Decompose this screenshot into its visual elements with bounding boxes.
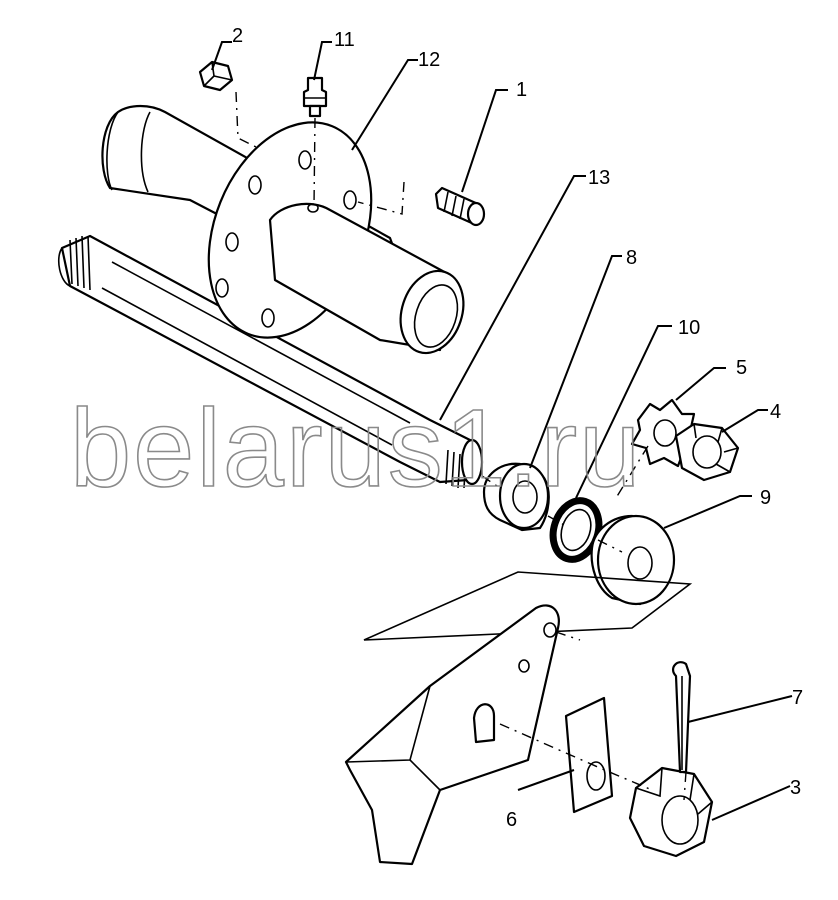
callout-7: 7 — [792, 687, 803, 709]
callout-4: 4 — [770, 401, 781, 423]
stud-bolt — [434, 186, 486, 227]
cotter-pin — [671, 661, 692, 774]
castle-nut-small — [674, 422, 740, 482]
callout-6: 6 — [506, 809, 517, 831]
watermark-text: belarus1.ru — [70, 387, 642, 510]
mounting-bracket — [344, 571, 693, 866]
callout-11: 11 — [334, 29, 355, 51]
hub-nut — [198, 60, 234, 92]
hub-assembly — [101, 104, 465, 355]
grease-fitting — [302, 76, 328, 118]
callout-5: 5 — [736, 357, 747, 379]
spacer-ring — [482, 462, 550, 532]
callout-2: 2 — [232, 25, 243, 47]
callout-13: 13 — [588, 167, 610, 189]
axle-shaft — [58, 234, 484, 489]
washer-plate — [564, 696, 614, 814]
shaft-thread-right — [445, 449, 467, 489]
callout-10: 10 — [678, 317, 700, 339]
callout-1: 1 — [516, 79, 527, 101]
callout-3: 3 — [790, 777, 801, 799]
roller — [590, 514, 676, 606]
callout-12: 12 — [418, 49, 440, 71]
assembly-centerlines — [235, 91, 687, 801]
castle-nut-large — [628, 766, 714, 858]
callout-9: 9 — [760, 487, 771, 509]
callout-leaders — [211, 41, 793, 821]
shaft-thread-left — [69, 235, 91, 291]
callout-8: 8 — [626, 247, 637, 269]
